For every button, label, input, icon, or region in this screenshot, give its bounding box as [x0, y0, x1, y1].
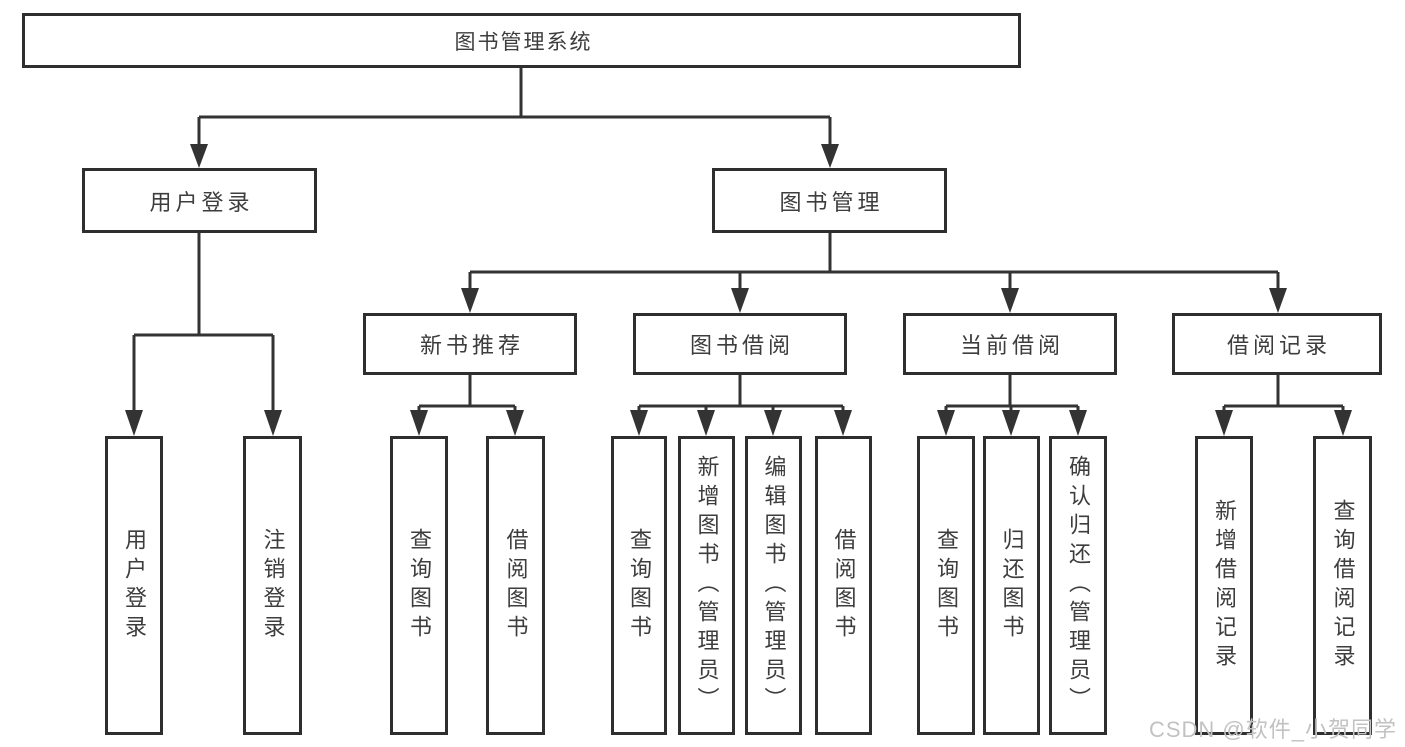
arrowhead	[764, 410, 782, 436]
node-label: 确认归还（管理员）	[1066, 455, 1091, 716]
arrowhead	[410, 410, 428, 436]
node-label: 查询图书	[934, 527, 959, 644]
node-return-books: 归还图书	[983, 436, 1040, 735]
node-library-management-system: 图书管理系统	[22, 13, 1021, 68]
node-label: 借阅图书	[503, 527, 529, 644]
node-label: 借阅图书	[831, 527, 857, 644]
arrowhead	[1269, 288, 1287, 313]
node-logout-action: 注销登录	[243, 436, 302, 735]
node-query-books-recommend: 查询图书	[390, 436, 448, 735]
arrowhead	[1215, 410, 1233, 436]
node-query-books-borrowing: 查询图书	[611, 436, 667, 735]
arrowhead	[125, 410, 143, 436]
node-label: 用户登录	[122, 527, 147, 644]
node-label: 查询图书	[407, 527, 432, 644]
node-query-borrow-record: 查询借阅记录	[1313, 436, 1372, 735]
node-borrowing-records: 借阅记录	[1172, 313, 1382, 375]
arrowhead	[630, 410, 648, 436]
node-book-borrowing: 图书借阅	[633, 313, 847, 375]
arrowhead	[1069, 410, 1087, 436]
arrowhead	[461, 288, 479, 313]
node-label: 图书管理	[779, 189, 884, 215]
node-label: 新增图书（管理员）	[694, 455, 720, 716]
node-user-login-action: 用户登录	[105, 436, 163, 735]
node-confirm-return-admin: 确认归还（管理员）	[1049, 436, 1107, 735]
node-user-login: 用户登录	[82, 168, 317, 233]
node-label: 归还图书	[999, 527, 1025, 644]
arrowhead	[264, 410, 282, 436]
arrowhead	[697, 410, 715, 436]
node-label: 新增借阅记录	[1212, 498, 1237, 673]
node-label: 查询借阅记录	[1330, 498, 1356, 673]
arrowhead	[834, 410, 852, 436]
watermark: CSDN @软件_小贺同学	[1148, 717, 1397, 742]
node-new-book-recommendation: 新书推荐	[363, 313, 577, 375]
node-book-management: 图书管理	[712, 168, 947, 233]
arrowhead	[731, 288, 749, 313]
node-label: 查询图书	[627, 527, 652, 644]
node-label: 编辑图书（管理员）	[761, 455, 787, 716]
arrowhead	[190, 144, 208, 168]
node-label: 图书管理系统	[454, 30, 593, 54]
node-label: 新书推荐	[419, 333, 524, 358]
node-add-borrow-record: 新增借阅记录	[1195, 436, 1253, 735]
node-label: 图书借阅	[689, 333, 794, 358]
arrowhead	[821, 144, 839, 168]
arrowhead	[506, 410, 524, 436]
node-borrow-books-recommend: 借阅图书	[486, 436, 545, 735]
node-edit-books-admin: 编辑图书（管理员）	[745, 436, 802, 735]
node-label: 注销登录	[260, 527, 286, 644]
arrowhead	[937, 410, 955, 436]
node-borrow-books: 借阅图书	[815, 436, 872, 735]
arrowhead	[1334, 410, 1352, 436]
node-label: 借阅记录	[1226, 333, 1331, 358]
node-label: 当前借阅	[959, 333, 1064, 358]
arrowhead	[1001, 288, 1019, 313]
node-query-books-current: 查询图书	[917, 436, 975, 735]
node-label: 用户登录	[149, 189, 254, 215]
arrowhead	[1002, 410, 1020, 436]
node-current-borrowing: 当前借阅	[903, 313, 1117, 375]
node-add-books-admin: 新增图书（管理员）	[678, 436, 735, 735]
